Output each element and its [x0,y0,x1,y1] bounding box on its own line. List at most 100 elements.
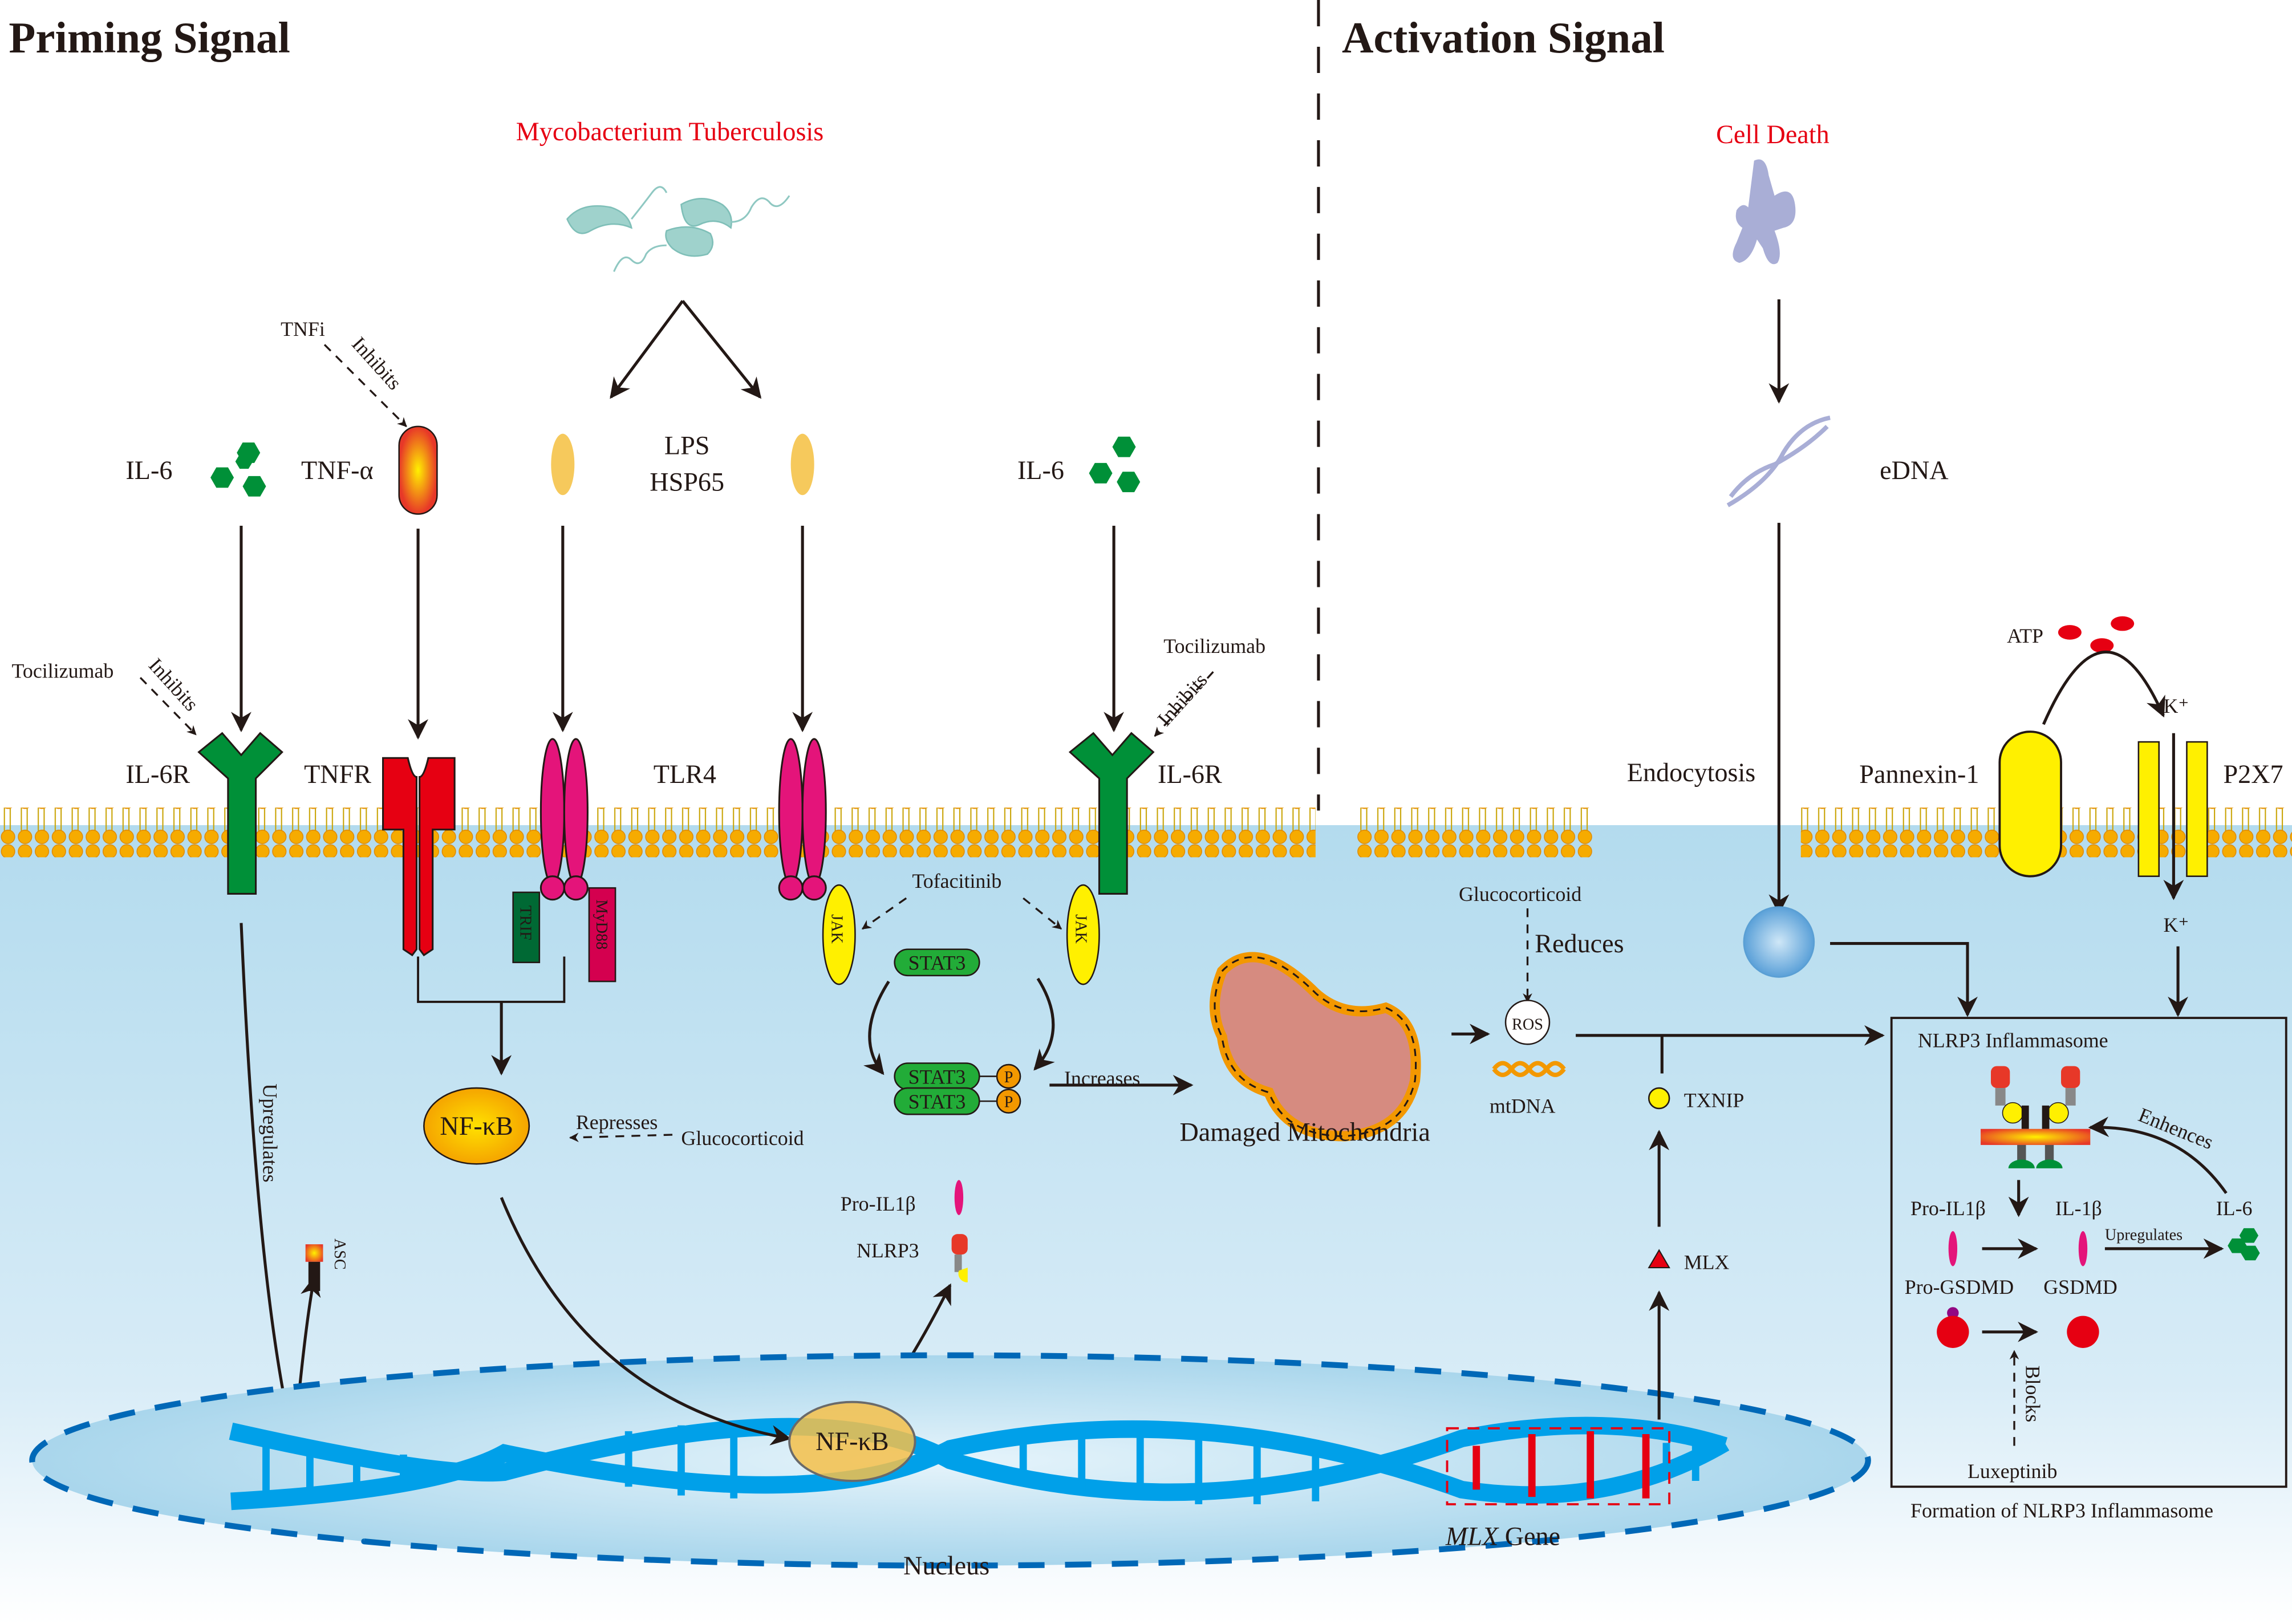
asc-icon-head [305,1244,323,1262]
pro-gsdmd-icon [1937,1316,1969,1348]
upregulates-label: Upregulates [258,1083,281,1182]
il6r-right-receptor [1068,732,1155,895]
il6r-left-receptor [197,732,283,895]
box-il6-icon [2228,1228,2260,1261]
priming-signal-title: Priming Signal [9,14,290,62]
mtdna-label: mtDNA [1490,1095,1556,1118]
pathogen-label: Mycobacterium Tuberculosis [516,117,824,146]
ros-icon [1504,1000,1551,1045]
nfkb-cytoplasm-label: NF-κB [440,1111,513,1140]
tocilizumab-right-inhibits-label: Inhibits [1153,669,1212,730]
cell-death-label: Cell Death [1716,120,1829,149]
tofacitinib-label: Tofacitinib [912,870,1001,892]
tnfi-inhibits-label: Inhibits [347,332,406,394]
box-pro-il1b-label: Pro-IL1β [1910,1197,1986,1220]
nlrp3-inflammasome-complex-icon [1981,1066,2091,1168]
asc-label: ASC [331,1239,348,1270]
endocytosis-label: Endocytosis [1627,758,1756,787]
box-pro-il1b-icon [1948,1231,1958,1266]
arrow-mtb-to-lps-right [681,299,762,399]
tnfi-label: TNFi [281,318,325,340]
tlr4-label: TLR4 [654,760,716,789]
atp-icon [2058,616,2135,653]
box-il1b-icon [2078,1231,2088,1266]
nlrp3-icon [951,1234,968,1282]
lps-right-icon [790,433,814,496]
hsp65-label: HSP65 [650,468,724,497]
p2x7-label: P2X7 [2224,760,2283,789]
glucocorticoid-nfkb-label: Glucocorticoid [681,1127,804,1150]
k-plus-outside-label: K⁺ [2163,695,2189,717]
lps-label: LPS [664,431,709,460]
p2x7-left-subunit [2137,741,2160,877]
mlx-icon [1648,1249,1670,1269]
arrow-nfkb-to-nucleus [500,1197,792,1446]
pro-il1b-icon [954,1180,964,1215]
edna-label: eDNA [1880,456,1948,485]
glucocorticoid-represses-arrow [569,1132,673,1143]
il6-right-icon [1089,436,1141,493]
svg-text:STAT3: STAT3 [908,1065,966,1088]
damaged-mitochondria-label: Damaged Mitochondria [1179,1117,1430,1146]
tofacitinib-arrow-right [1023,897,1062,930]
trif-adaptor [512,891,541,964]
svg-text:P: P [1004,1069,1013,1086]
tnf-alpha-icon [398,425,438,515]
arrow-atp-to-p2x7 [2042,650,2165,725]
nfkb-cytoplasm [423,1087,530,1165]
tocilizumab-left-label: Tocilizumab [12,659,114,682]
pro-gsdmd-cap-icon [1947,1307,1959,1319]
mlx-gene-label: MLX Gene [1445,1522,1560,1551]
pannexin-channel [1998,730,2062,878]
mtdna-icon-strand [1492,1061,1566,1077]
mlx-label: MLX [1684,1251,1730,1274]
damaged-mitochondria-icon [1210,952,1421,1142]
tocilizumab-left-inhibits-arrow [139,677,197,736]
pro-il1b-label: Pro-IL1β [841,1192,916,1215]
box-pro-gsdmd-label: Pro-GSDMD [1905,1276,2014,1298]
represses-label: Represses [576,1111,658,1134]
increases-label: Increases [1064,1067,1140,1090]
k-plus-inside-label: K⁺ [2163,914,2189,936]
il6-right-label: IL-6 [1017,456,1064,485]
nucleus-label: Nucleus [903,1551,989,1580]
il6r-left-label: IL-6R [125,760,190,789]
p2x7-right-subunit [2186,741,2208,877]
blocks-label: Blocks [2022,1366,2044,1423]
jak-left-label: JAK [827,914,845,944]
il6r-right-label: IL-6R [1158,760,1222,789]
il6-left-icon [210,442,266,497]
tocilizumab-left-inhibits-label: Inhibits [144,653,203,715]
atp-label: ATP [2007,624,2043,647]
trif-label: TRIF [516,906,534,940]
activation-signal-title: Activation Signal [1342,14,1665,62]
jak-left [822,884,856,985]
nfkb-nucleus-label: NF-κB [816,1427,889,1456]
arrow-stat3-right [1033,977,1055,1071]
inflammasome-title: NLRP3 Inflammasome [1918,1029,2108,1051]
stat3-dimer: STAT3 STAT3 P P [894,1062,1021,1115]
il6-left-label: IL-6 [125,456,172,485]
box-il6-label: IL-6 [2216,1197,2253,1220]
svg-text:P: P [1004,1093,1013,1111]
inflammasome-box [1890,1017,2287,1488]
box-upregulates-label: Upregulates [2105,1226,2183,1244]
reduces-label: Reduces [1535,929,1624,958]
pannexin-label: Pannexin-1 [1859,760,1979,789]
tnfr-receptor [382,757,456,957]
tlr4-right-receptor [778,738,827,901]
ros-label: ROS [1512,1016,1543,1034]
plasma-membrane [0,807,2292,858]
svg-text:STAT3: STAT3 [908,952,966,975]
tnf-alpha-label: TNF-α [301,456,374,485]
arrow-mtb-to-lps-left [610,300,684,399]
edna-vesicle [1743,906,1815,978]
edna-icon [1726,415,1831,508]
connector-tnfr-tlr4 [417,956,566,1003]
myd88-adaptor [588,887,616,982]
box-gsdmd-label: GSDMD [2043,1276,2117,1298]
nlrp3-label: NLRP3 [857,1239,919,1262]
inflammasome-caption: Formation of NLRP3 Inflammasome [1910,1499,2213,1522]
glucocorticoid-ros-label: Glucocorticoid [1459,883,1581,906]
